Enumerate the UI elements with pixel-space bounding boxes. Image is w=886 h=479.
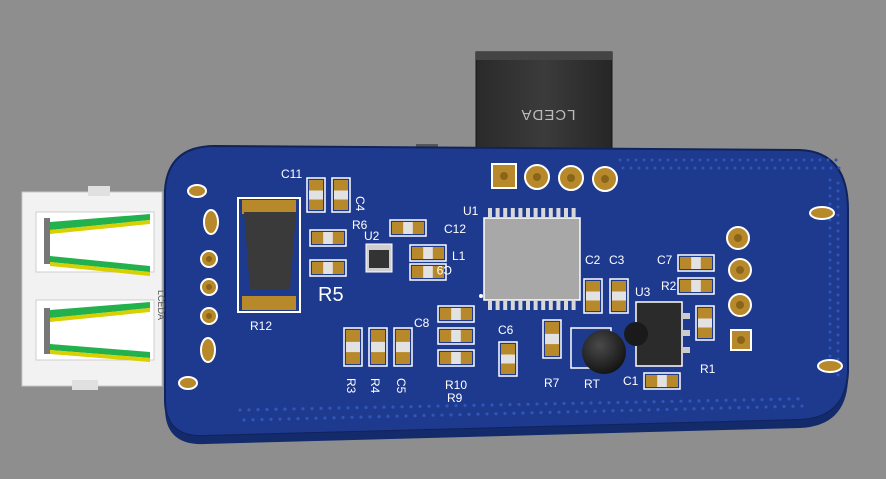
label-r1: R1: [700, 362, 716, 376]
usb-brand-text: LCEDA: [156, 290, 166, 320]
passive-components: [306, 177, 715, 390]
silkscreen-labels: C11 C4 R6 U2 C12 L1 C9 U1 C2 C3 C7 R2 U3…: [250, 167, 716, 405]
pin-header-connector: LCEDA: [475, 51, 613, 163]
header-pads: [491, 163, 618, 192]
label-c7: C7: [657, 253, 673, 267]
usb-a-connector: LCEDA: [21, 186, 166, 390]
ic-u3: [624, 301, 690, 367]
ic-u2: [365, 243, 393, 273]
label-u3: U3: [635, 285, 651, 299]
label-c11: C11: [281, 167, 302, 181]
label-r9: R9: [447, 391, 463, 405]
connector-brand-text: LCEDA: [520, 106, 575, 123]
right-header-pads: [726, 206, 843, 373]
ic-u1: [479, 208, 581, 310]
label-c8: C8: [414, 316, 430, 330]
label-r6: R6: [352, 218, 368, 232]
label-c3: C3: [609, 253, 625, 267]
via-field: [238, 158, 841, 422]
label-r4: R4: [368, 378, 382, 394]
label-c6: C6: [498, 323, 514, 337]
label-r12: R12: [250, 319, 272, 333]
label-c9: C9: [436, 263, 452, 277]
label-c4: C4: [353, 196, 367, 212]
label-r10: R10: [445, 378, 467, 392]
label-r7: R7: [544, 376, 560, 390]
label-u2: U2: [364, 229, 380, 243]
resistor-r12: [237, 197, 301, 313]
label-c1: C1: [623, 374, 639, 388]
label-c5: C5: [394, 378, 408, 394]
label-r2: R2: [661, 279, 677, 293]
label-r5: R5: [318, 284, 344, 306]
label-rt: RT: [584, 377, 600, 391]
label-u1: U1: [463, 204, 479, 218]
label-c12: C12: [444, 222, 466, 236]
label-c2: C2: [585, 253, 601, 267]
thermistor-rt: [570, 327, 626, 374]
label-l1: L1: [452, 249, 466, 263]
label-r3: R3: [344, 378, 358, 394]
